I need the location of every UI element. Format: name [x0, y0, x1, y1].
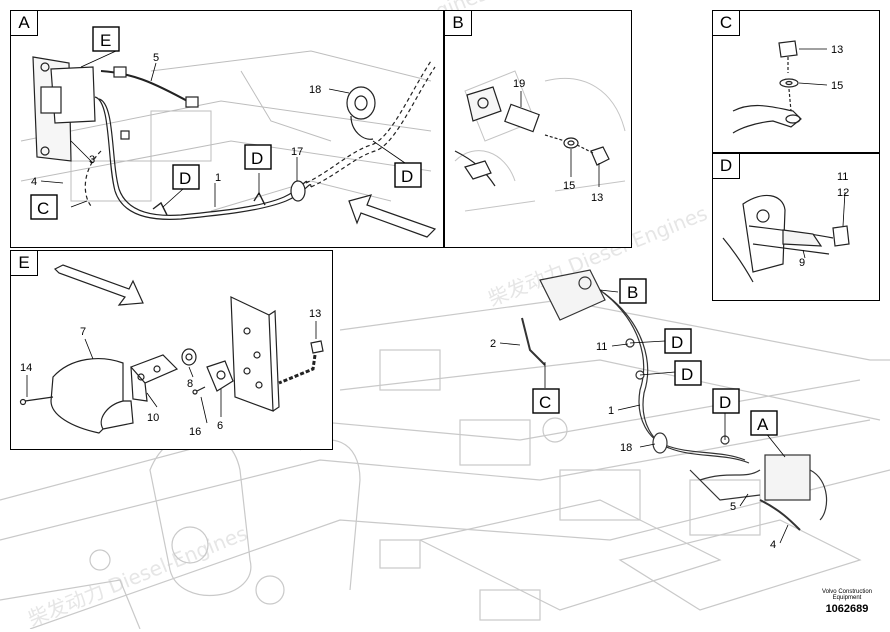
callout-d: D: [681, 365, 693, 384]
label-14: 14: [20, 362, 32, 374]
callout-a: A: [757, 415, 769, 434]
label-4: 4: [770, 539, 776, 551]
label-11: 11: [596, 341, 607, 353]
callout-box-b: [619, 278, 647, 304]
detail-panel-e: E: [10, 250, 333, 450]
label-15: 15: [563, 180, 575, 192]
label-2: 2: [490, 338, 496, 350]
label-11: 11: [837, 171, 848, 183]
label-4: 4: [31, 176, 37, 188]
callout-box-d: [674, 360, 702, 386]
detail-e-drawing: 7 13 14 8 10 16 6: [19, 264, 324, 438]
label-13: 13: [309, 308, 321, 320]
callout-b: B: [627, 283, 638, 302]
label-13: 13: [831, 44, 843, 56]
callout-d: D: [179, 169, 191, 188]
detail-b-drawing: 19 15 13: [454, 70, 626, 212]
label-15: 15: [831, 80, 843, 92]
detail-c-drawing: 13 15: [732, 40, 843, 134]
label-18: 18: [309, 84, 321, 96]
callout-box-d: [172, 164, 200, 190]
callout-box-d: [664, 328, 692, 354]
label-12: 12: [837, 187, 849, 199]
callout-box-a: [750, 410, 778, 436]
callout-box-c: [532, 388, 560, 414]
callout-d: D: [671, 333, 683, 352]
callout-d: D: [401, 167, 413, 186]
callout-d: D: [251, 149, 263, 168]
detail-panel-d: D 11 12 9: [712, 153, 880, 301]
footer-info: Volvo Construction Equipment 1062689: [822, 589, 872, 615]
callout-e: E: [100, 31, 111, 50]
panel-label-c: C: [713, 11, 740, 36]
company-name-line-2: Equipment: [832, 595, 862, 601]
callout-box-d: [712, 388, 740, 414]
detail-a-drawing: E C D D D 5 3 4 1 17 18: [20, 26, 437, 238]
callout-box-d: [244, 144, 272, 170]
label-1: 1: [215, 172, 221, 184]
label-18: 18: [620, 442, 632, 454]
callout-d: D: [719, 393, 731, 412]
drawing-number: 1062689: [825, 603, 869, 615]
callout-box-e: [92, 26, 120, 52]
detail-panel-a: A: [10, 10, 444, 248]
label-5: 5: [153, 52, 159, 64]
company-name-line-1: Volvo Construction: [821, 589, 872, 595]
callout-box-c: [30, 194, 58, 220]
label-10: 10: [147, 412, 159, 424]
label-17: 17: [291, 146, 303, 158]
label-9: 9: [799, 257, 805, 269]
label-8: 8: [187, 378, 193, 390]
panel-label-b: B: [445, 11, 472, 36]
detail-panel-c: C 13 15: [712, 10, 880, 153]
label-6: 6: [217, 420, 223, 432]
label-16: 16: [189, 426, 201, 438]
callout-c: C: [37, 199, 49, 218]
label-13: 13: [591, 192, 603, 204]
label-1: 1: [608, 405, 614, 417]
label-5: 5: [730, 501, 736, 513]
panel-label-d: D: [713, 154, 740, 179]
callout-c: C: [539, 393, 551, 412]
label-7: 7: [80, 326, 86, 338]
label-19: 19: [513, 78, 525, 90]
label-3: 3: [89, 154, 95, 166]
panel-label-e: E: [11, 251, 38, 276]
detail-panel-b: B 19 15 13: [444, 10, 632, 248]
callout-box-d: [394, 162, 422, 188]
detail-d-drawing: 11 12 9: [722, 171, 850, 283]
panel-label-a: A: [11, 11, 38, 36]
